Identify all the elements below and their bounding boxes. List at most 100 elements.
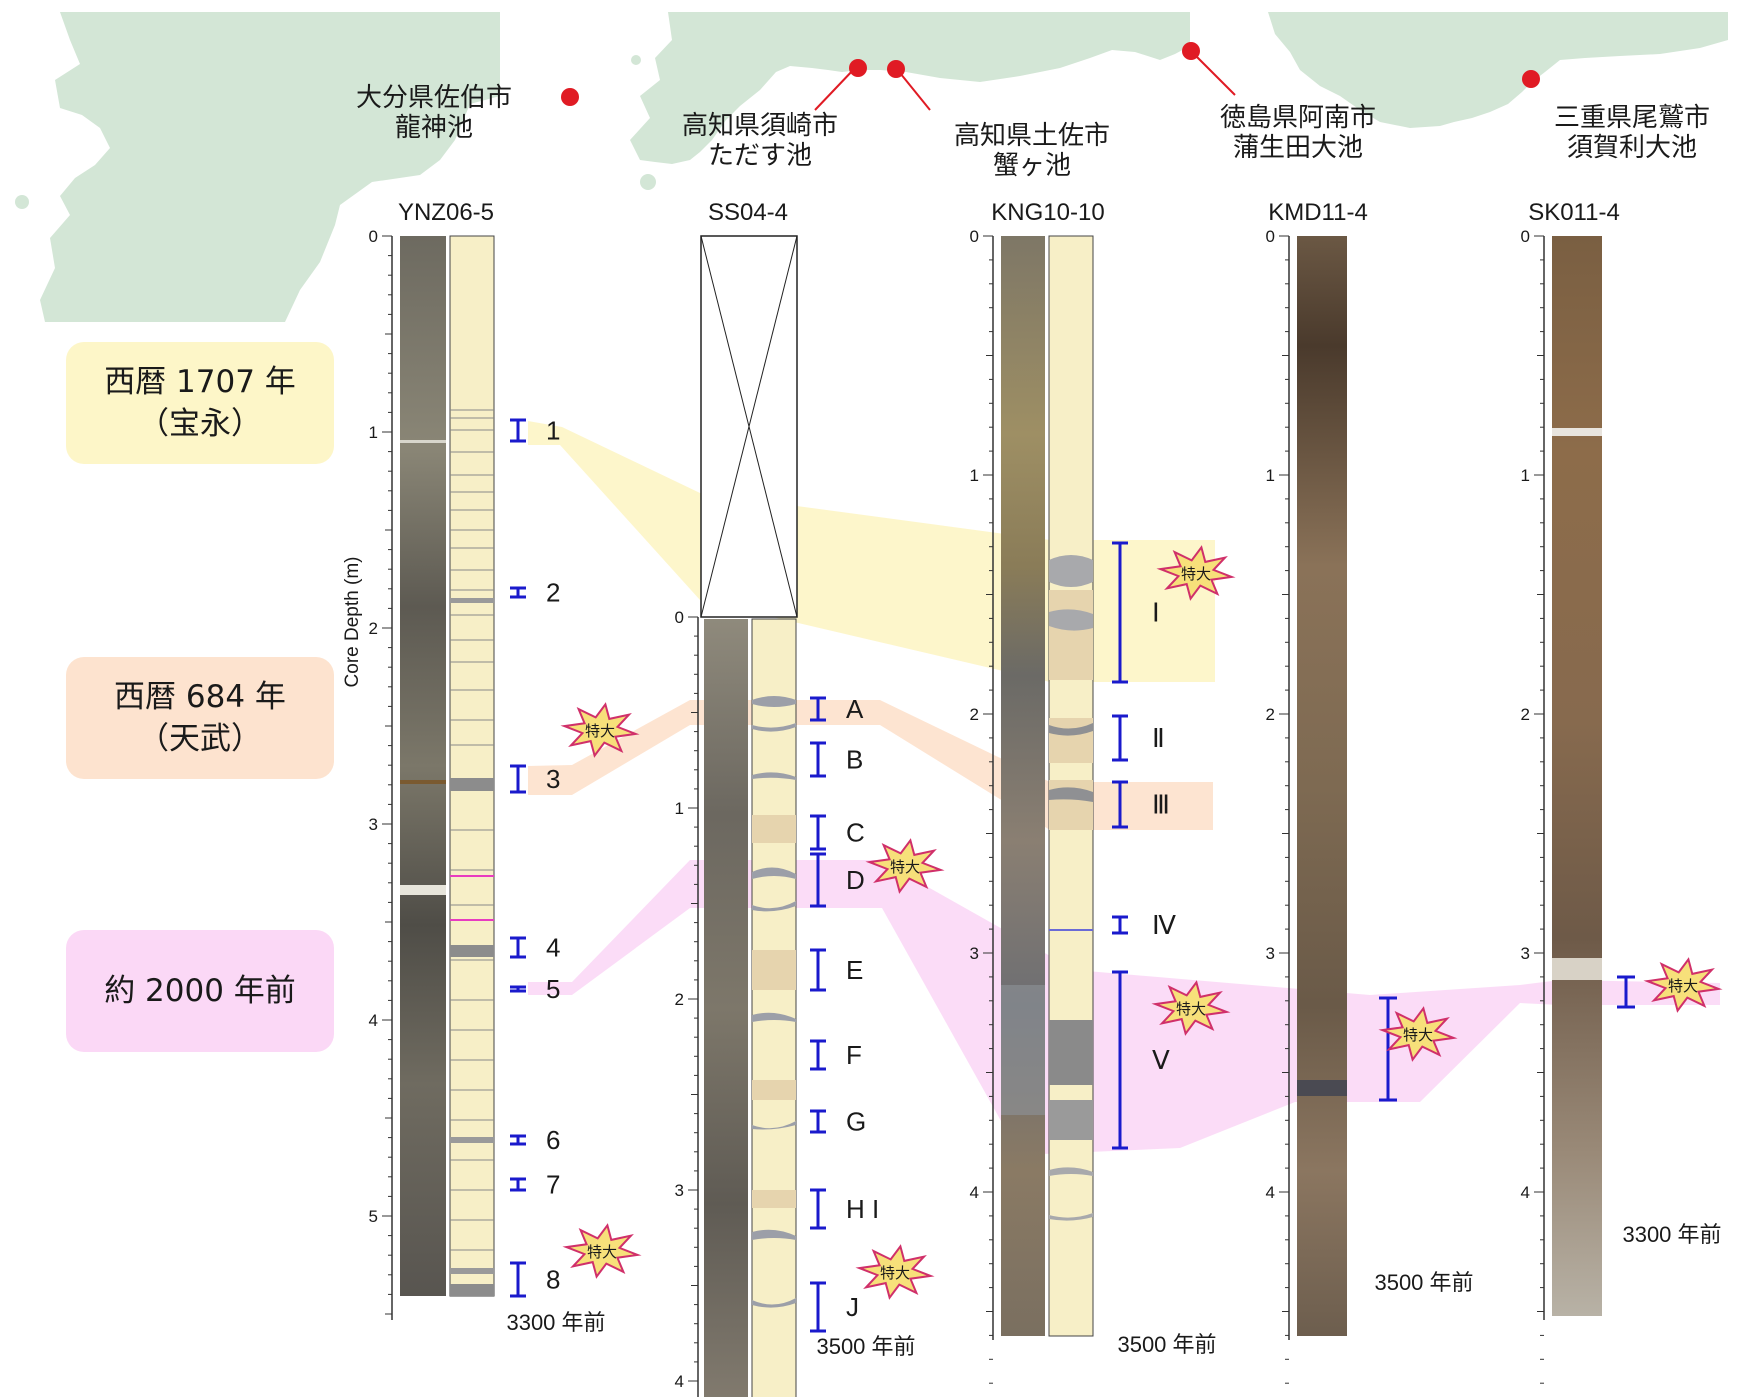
extra-large-badge [1156,545,1236,601]
event-label: 4 [546,933,560,963]
ynz-core-id: YNZ06-5 [398,199,494,226]
ynz-core-photo-band-3 [400,780,446,784]
event-label: Ⅲ [1152,790,1170,820]
event-label: Ⅳ [1152,910,1176,940]
extra-large-badge [1643,957,1723,1013]
site-marker-susaki [849,59,867,77]
location-saiki-pond: 龍神池 [395,113,473,143]
core-ss04-4: SS04-4 3500 年前 [697,199,916,1397]
ss-cross-line-2 [700,235,798,618]
map-land-kyushu [40,12,500,322]
sko-age: 3300 年前 [1622,1222,1721,1247]
event-label: E [846,955,863,985]
depth-tick-label: 3 [369,815,378,834]
kng-log-gray-4 [1049,787,1093,802]
event-label: 3 [546,764,560,794]
event-label: Ⅱ [1152,723,1165,753]
ynz-log-gray-5 [450,1268,494,1274]
leader-line-anan [1191,51,1236,96]
location-owase-pond: 須賀利大池 [1567,133,1697,163]
extra-large-badge [855,1244,935,1300]
legend-2000-label: 約 2000 年前 [104,973,296,1009]
kng-log-gray-3 [1049,723,1093,736]
ynz-log-gray-3 [450,945,494,957]
extra-large-badge [865,838,945,894]
legend-684-year: 西暦 684 年 [114,679,286,715]
kng-log-gray-7 [1049,1167,1093,1176]
depth-tick-label: 0 [369,227,378,246]
depth-tick-label: 3 [970,944,979,963]
event-label: H I [846,1194,879,1224]
kng-log-gray-2 [1049,609,1093,631]
extra-large-badge [562,1223,642,1279]
event-label: J [846,1292,859,1322]
event-label: 6 [546,1125,560,1155]
band-684 [528,700,1213,830]
core-sk011-4: SK011-4 3300 年前 [1528,199,1722,1320]
kng-log-tan-1 [1049,590,1093,680]
legend-1707-era: （宝永） [138,406,262,442]
location-saiki-city: 大分県佐伯市 [356,83,512,113]
ynz-core-photo [400,236,446,1296]
kng-photo-gray-zone [1001,985,1045,1115]
location-anan-pond: 蒲生田大池 [1233,133,1363,163]
depth-tick-label: 0 [675,608,684,627]
ynz-age: 3300 年前 [506,1310,605,1335]
event-label: 7 [546,1170,560,1200]
depth-tick-label: 0 [1521,227,1530,246]
depth-tick-label: 2 [1521,705,1530,724]
depth-tick-label: 1 [970,466,979,485]
depth-tick-label: 5 [369,1207,378,1226]
location-susaki-pond: ただす池 [708,141,812,171]
map-land-shikoku-west [630,12,1190,164]
ynz-log-lines [450,409,494,1251]
band-2000 [528,860,1720,1155]
depth-tick-label: 4 [675,1372,684,1391]
ss-core-log [751,618,797,1397]
kng-age: 3500 年前 [1117,1332,1216,1357]
event-label: G [846,1107,866,1137]
event-label: 1 [546,416,560,446]
event-label: A [846,694,864,724]
extra-large-badge-label: 特大 [585,722,615,740]
kmd-photo-dark-layer [1297,1080,1347,1096]
ss-log-gray-lenses [752,696,796,1308]
site-marker-tosa [887,60,905,78]
depth-tick-label: 3 [1266,944,1275,963]
legend-1707-year: 西暦 1707 年 [104,364,296,400]
depth-tick-label: 3 [675,1181,684,1200]
kng-log-tan-2 [1049,718,1093,763]
map-land-kii [1268,12,1728,128]
legend-2000: 約 2000 年前 [66,930,334,1052]
band-1707 [528,421,1215,682]
event-label: 2 [546,578,560,608]
kng-log-gray-5 [1049,1020,1093,1085]
depth-tick-label: 0 [970,227,979,246]
ynz-core-log [449,235,495,1297]
ynz-log-gray-4 [450,1137,494,1143]
kmd-core-photo [1297,236,1347,1336]
depth-tick-label: 2 [675,990,684,1009]
site-marker-saiki [561,88,579,106]
kmd-age: 3500 年前 [1374,1270,1473,1295]
ynz-log-gray-2 [450,778,494,791]
depth-tick-label: 1 [675,799,684,818]
location-owase-city: 三重県尾鷲市 [1554,103,1710,133]
ss-log-tan-layers [752,815,796,1208]
sko-photo-white-layer [1552,428,1602,436]
kng-core-id: KNG10-10 [991,199,1104,226]
extra-large-badge-label: 特大 [1668,977,1698,995]
event-label: F [846,1040,862,1070]
depth-axis-label: Core Depth (m) [342,557,363,688]
site-marker-anan [1182,42,1200,60]
depth-tick-label: 3 [1521,944,1530,963]
depth-tick-label: 1 [1266,466,1275,485]
location-tosa-city: 高知県土佐市 [954,121,1110,151]
depth-tick-label: 4 [1521,1183,1530,1202]
extra-large-badge-label: 特大 [880,1264,910,1282]
sko-core-id: SK011-4 [1528,199,1620,226]
leader-line-susaki [814,67,856,111]
depth-tick-label: 2 [369,619,378,638]
extra-large-badge-label: 特大 [890,858,920,876]
ynz-log-gray-6 [450,1284,494,1296]
